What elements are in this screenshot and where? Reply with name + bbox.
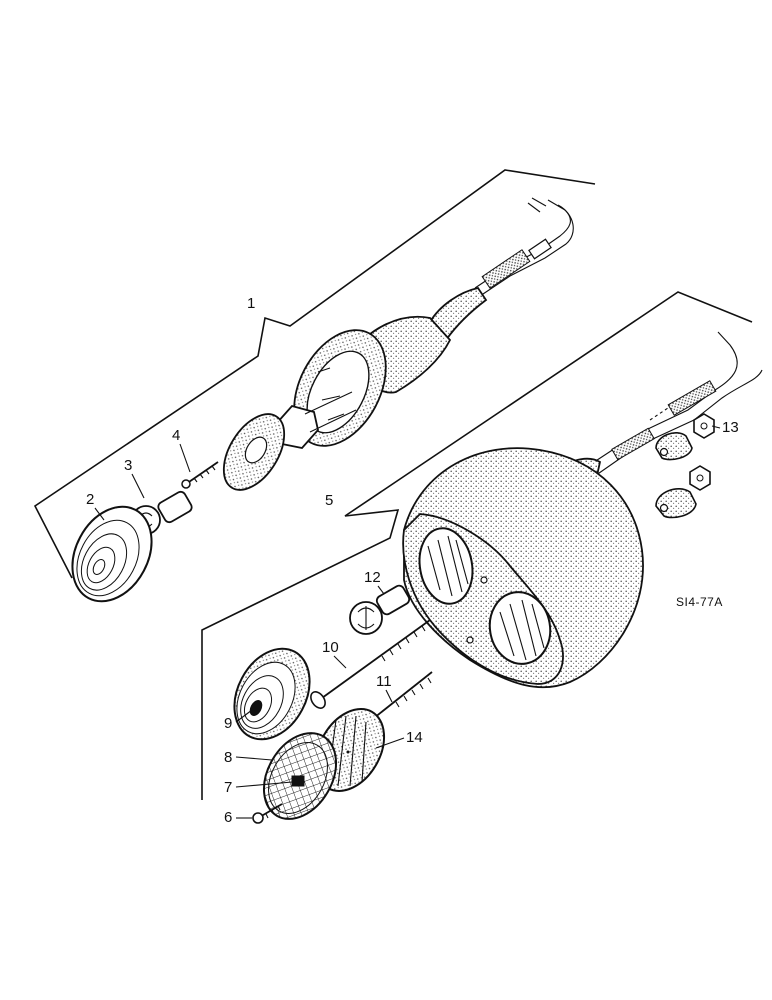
- callout-6: 6: [224, 809, 232, 826]
- lens-item-9: [233, 647, 311, 741]
- callout-4: 4: [172, 427, 180, 444]
- wire-lead-lower: [584, 331, 738, 469]
- wire-sleeve-upper: [481, 249, 531, 289]
- cable-boot-upper: [428, 286, 488, 342]
- callout-7: 7: [224, 779, 232, 796]
- callout-5: 5: [325, 492, 333, 509]
- wire-break-mark: [649, 407, 669, 421]
- grille-item-8: [262, 732, 338, 820]
- leader-7: [235, 781, 293, 788]
- clamp-item-13-upper: [655, 432, 693, 461]
- group-bracket-1: [33, 169, 596, 579]
- housing-screw-hole-b: [466, 636, 474, 644]
- figure-code: SI4-77A: [676, 595, 723, 609]
- callout-13: 13: [722, 419, 739, 436]
- callouts: 1 2 3 4 5 12 10 11 13 14 9 8 7 6 SI4-77A: [86, 295, 739, 826]
- wire-lead-upper-2: [479, 204, 574, 297]
- clamp-item-13-lower: [655, 488, 697, 519]
- nut-item-13-lower: [689, 465, 711, 491]
- leader-3: [131, 473, 145, 499]
- housing-opening-upper: [418, 527, 474, 605]
- upper-lamp-assembly: [33, 169, 596, 603]
- wire-sleeve-lower-a: [611, 427, 655, 461]
- socket-shaft: [304, 391, 357, 433]
- leader-13: [711, 425, 721, 429]
- housing-opening-lower: [488, 591, 552, 665]
- leader-8: [235, 756, 273, 761]
- wire-lead-lower-2: [591, 369, 763, 479]
- callout-2: 2: [86, 491, 94, 508]
- leader-10: [333, 655, 347, 669]
- retainer-item-7: [291, 775, 305, 787]
- mounting-plate-hole: [244, 436, 268, 464]
- leader-2: [94, 507, 105, 521]
- wire-connector-upper: [528, 238, 552, 260]
- callout-11: 11: [376, 673, 392, 690]
- housing-opening-upper-ribs: [427, 535, 469, 597]
- bulb-item-12: [349, 584, 411, 635]
- group-bracket-5: [201, 291, 753, 800]
- callout-14: 14: [406, 729, 423, 746]
- callout-9: 9: [224, 715, 232, 732]
- screw-item-4-head: [181, 479, 191, 489]
- leader-9: [235, 709, 253, 723]
- housing-screw-hole-a: [480, 576, 488, 584]
- callout-3: 3: [124, 457, 132, 474]
- callout-8: 8: [224, 749, 232, 766]
- callout-1: 1: [247, 295, 255, 312]
- screw-item-6: [252, 803, 283, 824]
- wire-sleeve-lower-b: [667, 380, 717, 416]
- leader-14: [375, 737, 405, 749]
- flange-inner-detail: [317, 367, 345, 421]
- callout-10: 10: [322, 639, 339, 656]
- wire-tip-upper: [527, 197, 547, 213]
- lower-lamp-assembly: [201, 291, 763, 824]
- lens-item-2: [71, 505, 153, 603]
- leader-11: [385, 689, 393, 703]
- screw-item-4: [185, 461, 219, 485]
- screw-item-4-thread: [193, 465, 216, 483]
- callout-12: 12: [364, 569, 381, 586]
- bolt-item-10: [310, 619, 431, 709]
- nut-item-13-upper: [693, 413, 715, 439]
- leader-12: [377, 585, 385, 595]
- housing-opening-lower-ribs: [499, 599, 545, 661]
- leader-4: [179, 443, 191, 473]
